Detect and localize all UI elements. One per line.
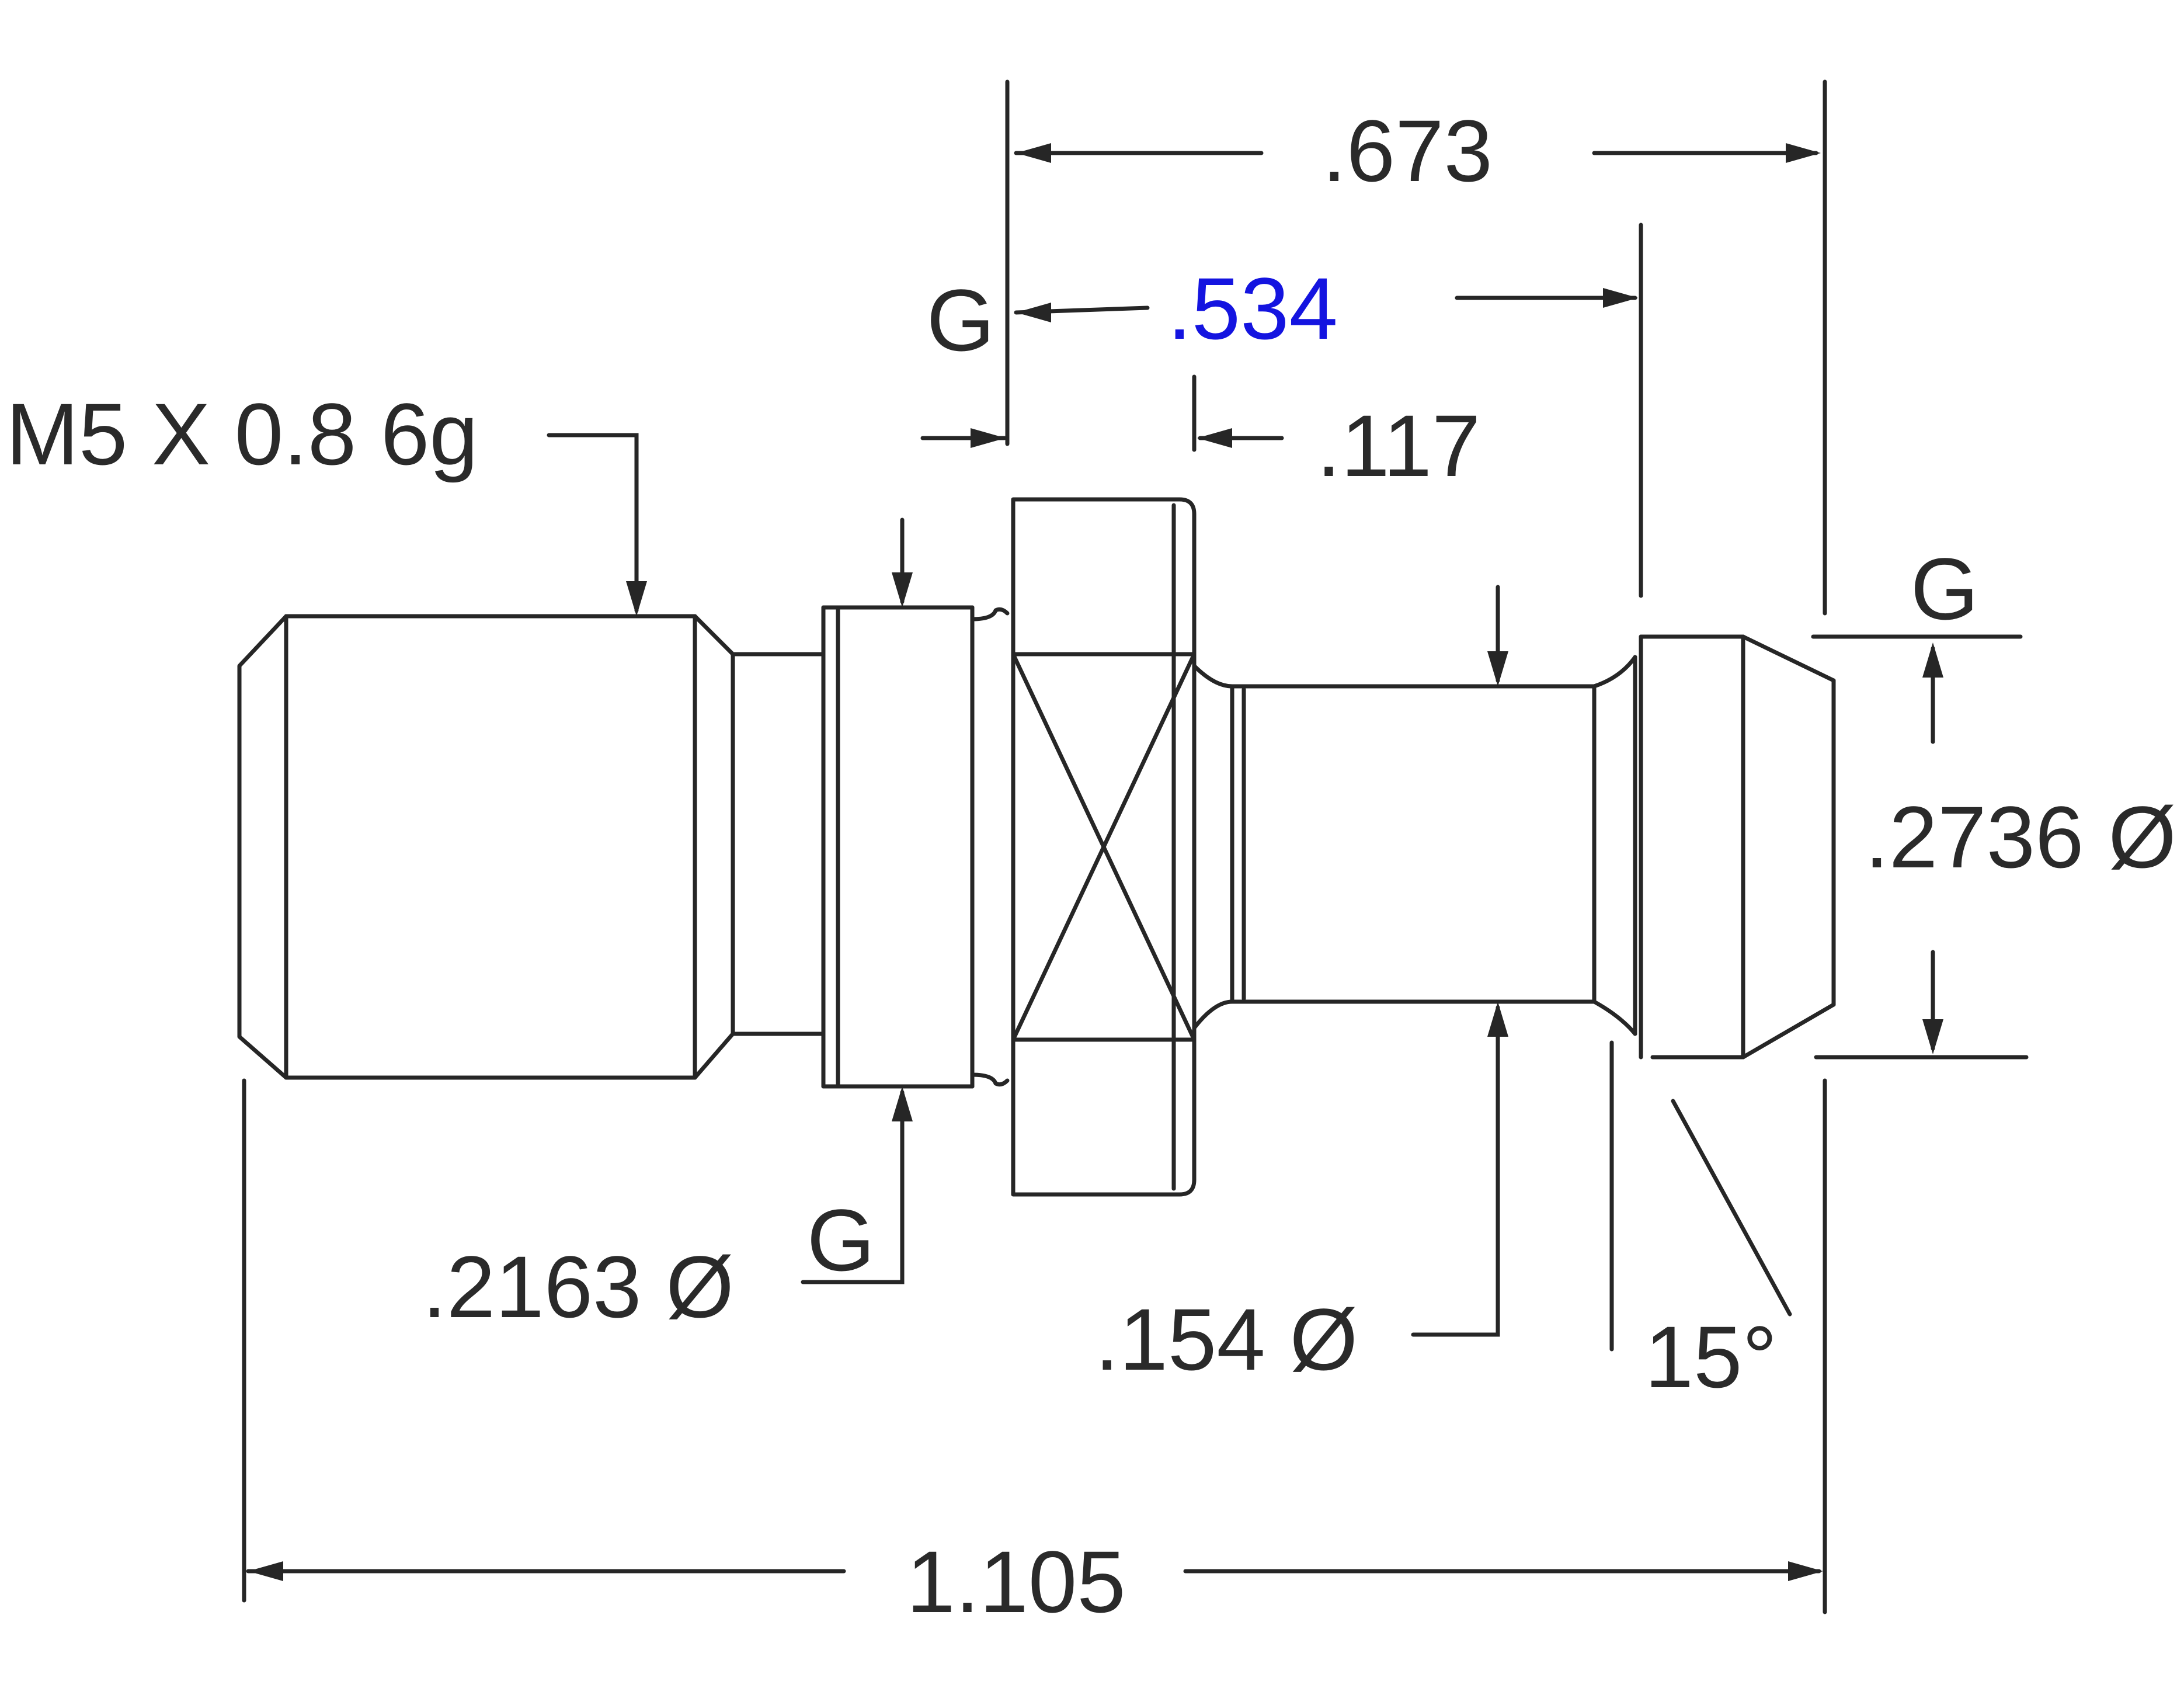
shank-section xyxy=(1192,655,1637,1036)
dim-534-lines xyxy=(1014,288,1638,322)
label-117: .117 xyxy=(1317,397,1481,495)
label-datum-g-right: G xyxy=(1911,540,1979,638)
label-datum-g-bottom: G xyxy=(807,1191,875,1289)
label-534: .534 xyxy=(1167,259,1338,357)
label-datum-g-top: G xyxy=(927,271,995,369)
knob-head xyxy=(1639,634,1836,1060)
label-thread-spec: M5 X 0.8 6g xyxy=(6,385,478,483)
collar-dia-leaders xyxy=(801,517,913,1284)
thread-leader xyxy=(547,433,647,616)
part-outline xyxy=(237,497,1836,1197)
angle-leader xyxy=(1671,1099,1792,1317)
shank-dia-leaders xyxy=(1411,585,1508,1337)
collar-section xyxy=(821,605,1010,1089)
label-angle: 15° xyxy=(1645,1308,1778,1406)
label-dia-2163: .2163 Ø xyxy=(422,1238,734,1336)
label-673: .673 xyxy=(1322,102,1493,200)
threaded-section xyxy=(237,614,735,1080)
label-overall-length: 1.105 xyxy=(906,1533,1125,1631)
dim-673-lines xyxy=(1014,143,1821,163)
label-dia-154: .154 Ø xyxy=(1095,1290,1358,1388)
label-dia-2736: .2736 Ø xyxy=(1865,788,2176,886)
labels: .673 .534 G .117 M5 X 0.8 6g G .2736 Ø G… xyxy=(6,102,2176,1631)
hex-flange xyxy=(1011,497,1197,1197)
head-dia-dimension xyxy=(1811,634,2029,1060)
dim-117-lines xyxy=(920,428,1284,448)
dimensions xyxy=(242,79,2029,1614)
thread-neck xyxy=(731,652,826,1036)
overall-length-lines xyxy=(246,1561,1823,1581)
